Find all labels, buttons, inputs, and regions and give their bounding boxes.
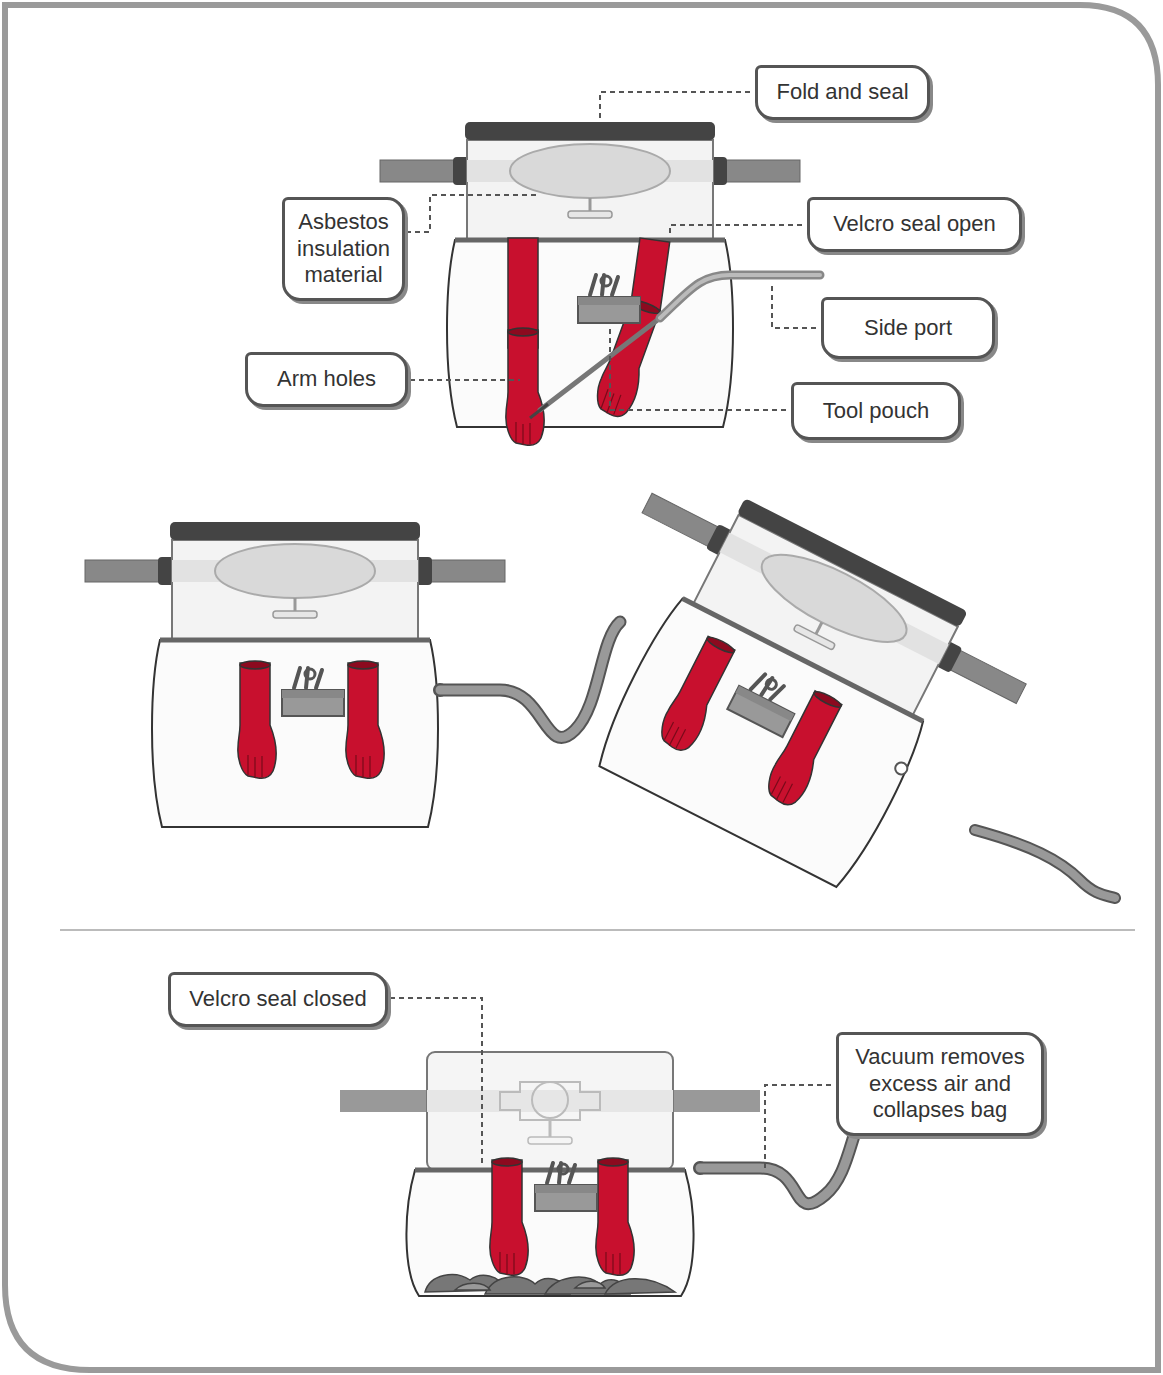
callout-text: Asbestos insulation material xyxy=(297,209,390,288)
callout-text: Side port xyxy=(864,315,952,341)
callout-box: Side port xyxy=(821,297,995,359)
callout-text: Tool pouch xyxy=(823,398,929,424)
callout-text: Fold and seal xyxy=(776,79,908,105)
callout-text: Arm holes xyxy=(277,366,376,392)
callout-box: Fold and seal xyxy=(755,65,930,120)
callout-box: Velcro seal open xyxy=(807,197,1022,252)
callout-text: Velcro seal open xyxy=(833,211,996,237)
callout-text: Vacuum removes excess air and collapses … xyxy=(851,1044,1029,1123)
callout-box: Asbestos insulation material xyxy=(282,197,405,301)
callout-text: Velcro seal closed xyxy=(189,986,366,1012)
callout-box: Vacuum removes excess air and collapses … xyxy=(836,1032,1044,1136)
callout-box: Tool pouch xyxy=(791,382,961,440)
callout-box: Arm holes xyxy=(245,352,408,407)
callout-box: Velcro seal closed xyxy=(168,972,388,1027)
leader-lines xyxy=(390,92,831,1172)
